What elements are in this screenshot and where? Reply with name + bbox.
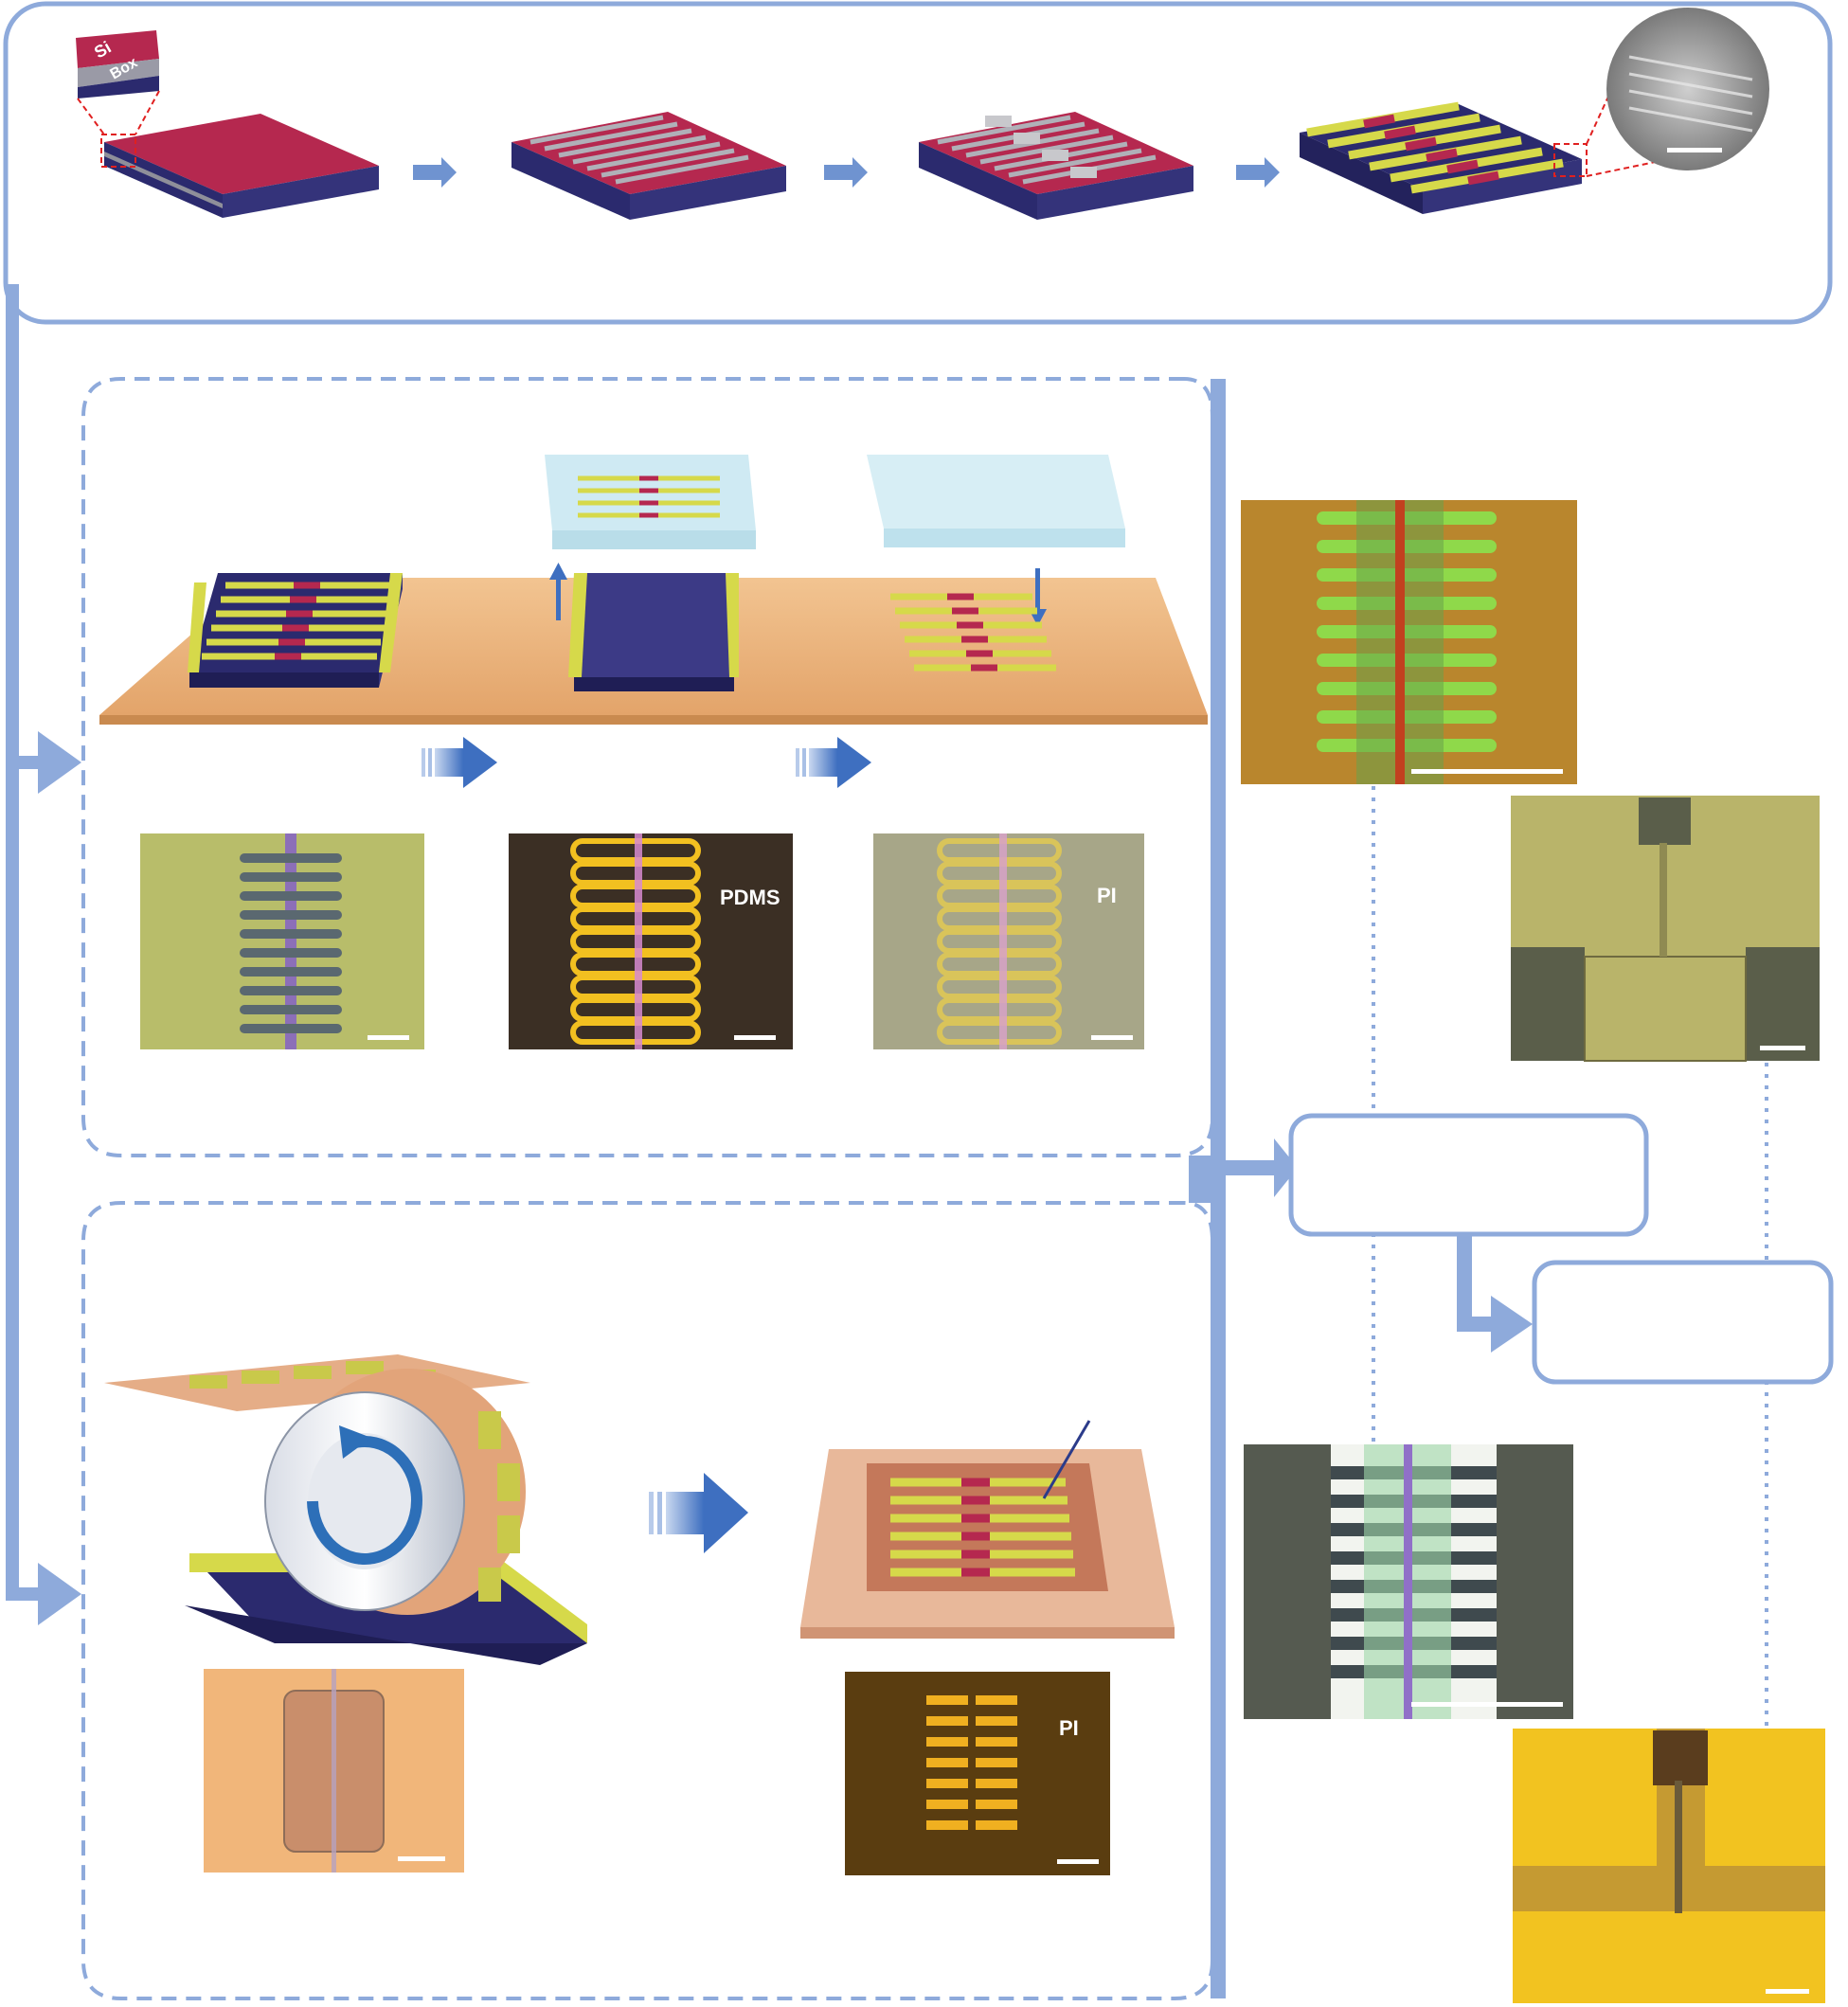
- transfer-step-arrow-2: [796, 737, 871, 788]
- sem-scale-bar: [1667, 148, 1722, 152]
- pi-label-transfer: PI: [1097, 884, 1117, 907]
- micrograph-on-pdms: PDMS: [509, 833, 793, 1049]
- pdms-stamp-empty: [867, 455, 1125, 529]
- result-box-array: [1288, 1113, 1649, 1237]
- wafer-step-2: [511, 112, 786, 220]
- micrograph-roll-array: [1244, 1444, 1573, 1719]
- right-connector: [1189, 379, 1298, 1998]
- transfer-printing-panel: PDMS PI: [81, 377, 1214, 1157]
- micrograph-roll-device: [1513, 1729, 1825, 2003]
- top-arrow-2: [824, 157, 868, 188]
- pointer-line: [1042, 1420, 1091, 1499]
- top-arrow-1: [413, 157, 457, 188]
- scale-bar: [398, 1856, 445, 1861]
- scale-bar: [1091, 1035, 1133, 1040]
- pdms-stamp-with-device: [545, 455, 756, 549]
- top-arrow-3: [1236, 157, 1280, 188]
- printed-device-on-table: [890, 593, 1056, 672]
- roll-transfer-panel: PI: [81, 1201, 1214, 2000]
- scale-bar: [734, 1035, 776, 1040]
- pi-label-roll: PI: [1059, 1716, 1079, 1740]
- right-results-column: [1241, 500, 1834, 2003]
- pdms-label: PDMS: [720, 886, 780, 909]
- printed-device-on-pi: [800, 1420, 1175, 1639]
- scale-bar: [1766, 1989, 1809, 1994]
- lift-up-arrow: [549, 563, 567, 620]
- pi-film-sheet: [104, 1354, 530, 1411]
- roll-step-arrow: [649, 1473, 748, 1553]
- micrograph-on-pi: PI: [873, 833, 1144, 1049]
- top-process-panel: Si Box: [3, 1, 1833, 325]
- dotted-guides: [1372, 786, 1768, 1729]
- scale-bar: [1057, 1859, 1099, 1864]
- top-panel-frame: [3, 1, 1833, 325]
- micrograph-roll-pi: PI: [845, 1672, 1110, 1875]
- chip-after-pickup: [568, 573, 739, 691]
- si-box-inset: Si Box: [76, 30, 160, 168]
- scale-bar: [1411, 1702, 1563, 1707]
- chip-on-table: [188, 573, 403, 688]
- scale-bar: [1760, 1046, 1805, 1050]
- rotation-arrow-icon: [307, 1425, 422, 1565]
- sem-inset: [1606, 8, 1769, 170]
- wafer-step-4: [1300, 75, 1670, 214]
- wafer-step-3: [919, 112, 1193, 220]
- micrograph-roll-film: [204, 1669, 464, 1873]
- wafer-step-1: [104, 114, 379, 218]
- transfer-step-arrow-1: [422, 737, 497, 788]
- micrograph-on-wafer: [140, 833, 424, 1049]
- scale-bar: [368, 1035, 409, 1040]
- scale-bar: [1411, 769, 1563, 774]
- micrograph-printed-array: [1241, 500, 1577, 784]
- roller-wrapped-electrodes: [478, 1411, 520, 1602]
- box-link-arrow: [1457, 1234, 1533, 1353]
- result-box-device: [1532, 1260, 1834, 1385]
- left-flow-spine: [6, 284, 81, 1625]
- micrograph-single-device: [1511, 796, 1820, 1062]
